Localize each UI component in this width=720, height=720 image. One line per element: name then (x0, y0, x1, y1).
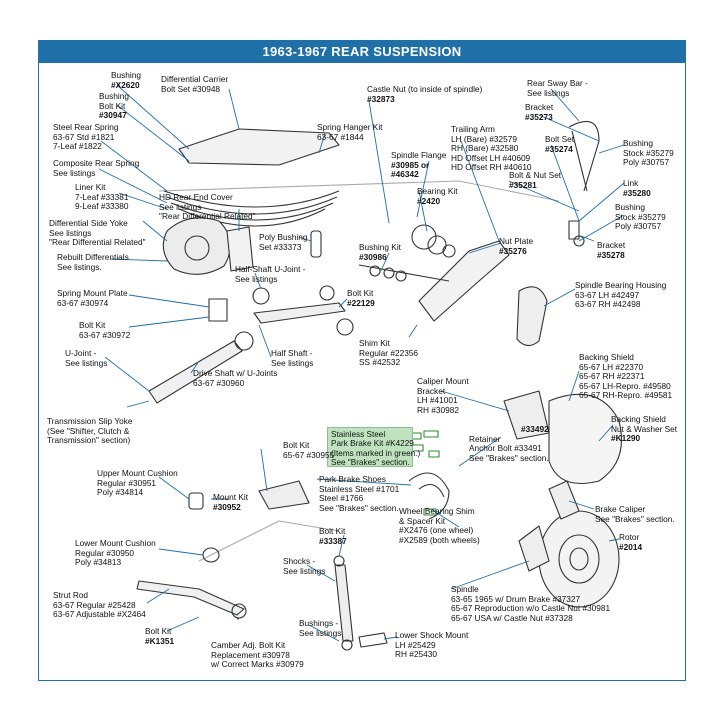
label-link: Link#35280 (623, 178, 651, 198)
label-bolt-kit-22129: Bolt Kit#22129 (347, 288, 375, 308)
label-bolt-nut-set: Bolt & Nut Set#35281 (509, 170, 562, 190)
differential-shape (162, 217, 231, 275)
label-bolt-set-35274: Bolt Set#35274 (545, 134, 575, 154)
park-brake-shoes-shape (408, 472, 450, 520)
label-bolt-kit-33387: Bolt Kit#33387 (319, 526, 347, 546)
spindle-bearing-housing-shape (516, 286, 548, 347)
label-bolt-kit-k1351: Bolt Kit#K1351 (145, 626, 175, 646)
half-shaft-shape (253, 302, 346, 324)
label-bushing-x2620: Bushing#X2620 (111, 70, 141, 90)
stainless-park-brake-note: Stainless Steel Park Brake Kit #K4229 (I… (327, 427, 420, 467)
label-half-shaft-ujoint: Half-Shaft U-Joint -See listings (235, 264, 306, 284)
backing-shield-shape (548, 393, 623, 485)
differential-carrier-shape (178, 128, 340, 166)
label-shocks: Shocks -See listings (283, 556, 326, 576)
drive-shaft-shape (148, 340, 243, 404)
label-transmission-slip-yoke: Transmission Slip Yoke(See "Shifter, Clu… (47, 416, 133, 446)
page-title: 1963-1967 REAR SUSPENSION (39, 41, 685, 63)
label-bushing-kit: Bushing Kit#30986 (359, 242, 401, 262)
label-bracket-35278: Bracket#35278 (597, 240, 626, 260)
leaf-spring-shape (163, 190, 340, 208)
label-bushings: Bushings -See listings (299, 618, 342, 638)
label-mount-kit: Mount Kit#30952 (213, 492, 249, 512)
spindle-shape (518, 525, 550, 572)
label-rotor: Rotor#2014 (619, 532, 643, 552)
label-ujoint: U-Joint -See listings (65, 348, 108, 368)
label-rear-sway-bar: Rear Sway Bar -See listings (527, 78, 588, 98)
exploded-diagram-drawing (98, 84, 625, 651)
trailing-arm-shape (418, 240, 510, 322)
label-half-shaft: Half Shaft -See listings (271, 348, 314, 368)
diagram-frame: 1963-1967 REAR SUSPENSION (38, 40, 686, 681)
strut-rod-shape (136, 580, 245, 616)
label-nut-plate: Nut Plate#35276 (499, 236, 534, 256)
label-spindle-flange: Spindle Flange#30985 or#46342 (391, 150, 447, 180)
label-bearing-kit: Bearing Kit#2420 (417, 186, 458, 206)
label-castle-nut: Castle Nut (to inside of spindle)#32873 (367, 84, 483, 104)
label-bracket-35273: Bracket#35273 (525, 102, 554, 122)
label-wheel-bearing-shim: Wheel Bearing Shim& Spacer Kit#X2476 (on… (399, 506, 480, 545)
